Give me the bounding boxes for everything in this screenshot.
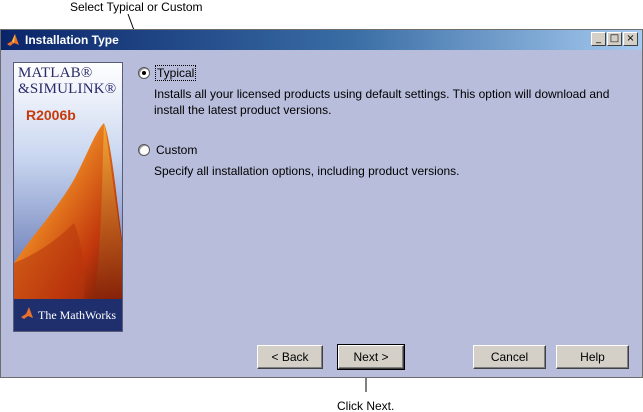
close-button[interactable]: × xyxy=(623,32,638,46)
typical-description: Installs all your licensed products usin… xyxy=(154,87,610,117)
typical-radio-button[interactable] xyxy=(138,67,150,79)
maximize-button[interactable]: □ xyxy=(607,32,622,46)
callout-select-label: Select Typical or Custom xyxy=(70,0,203,14)
title-bar[interactable]: Installation Type _ □ × xyxy=(1,30,642,50)
custom-description: Specify all installation options, includ… xyxy=(154,164,460,178)
matlab-logo-icon xyxy=(5,32,21,48)
mathworks-logo-icon xyxy=(20,306,34,324)
membrane-logo-art xyxy=(14,63,122,331)
window-title: Installation Type xyxy=(25,33,119,47)
company-name: The MathWorks xyxy=(37,307,117,322)
help-button[interactable]: Help xyxy=(556,345,629,369)
installation-type-window: Installation Type _ □ × xyxy=(0,29,643,378)
typical-label[interactable]: Typical xyxy=(154,65,197,81)
release-label: R2006b xyxy=(26,107,76,123)
product-splash-image: MATLAB® &SIMULINK® R2006b The MathWorks xyxy=(13,62,123,332)
custom-radio-button[interactable] xyxy=(138,144,150,156)
callout-next-label: Click Next. xyxy=(337,399,395,412)
next-button[interactable]: Next > xyxy=(337,344,405,370)
mathworks-footer: The MathWorks xyxy=(14,299,122,331)
back-button[interactable]: < Back xyxy=(257,345,323,369)
typical-radio-option[interactable]: Typical xyxy=(138,65,197,81)
custom-radio-option[interactable]: Custom xyxy=(138,143,197,157)
simulink-brand-text: &SIMULINK® xyxy=(18,81,117,97)
cancel-button[interactable]: Cancel xyxy=(473,345,546,369)
custom-label[interactable]: Custom xyxy=(156,143,198,157)
matlab-brand-text: MATLAB® xyxy=(18,65,93,81)
minimize-button[interactable]: _ xyxy=(591,32,606,46)
